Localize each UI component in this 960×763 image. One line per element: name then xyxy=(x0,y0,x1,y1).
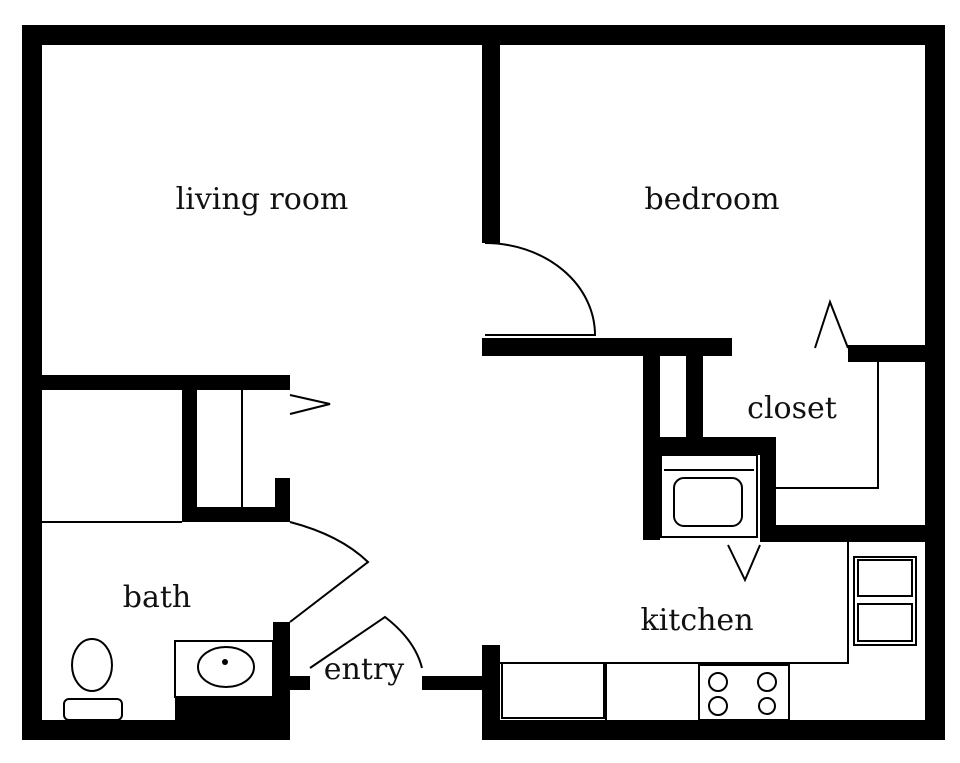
toilet-icon xyxy=(63,638,123,721)
washer-dryer-icon xyxy=(660,454,758,538)
label-bath: bath xyxy=(123,580,191,615)
interior-walls xyxy=(22,25,930,740)
closet-door-kitchen xyxy=(727,544,761,583)
entry-door xyxy=(309,615,423,669)
thin-partitions xyxy=(42,362,879,523)
label-closet: closet xyxy=(747,391,837,426)
bedroom-door xyxy=(484,242,597,336)
kitchen-counter xyxy=(500,542,849,720)
closet-door-living xyxy=(289,394,331,415)
label-bedroom: bedroom xyxy=(644,182,779,217)
refrigerator-icon xyxy=(853,556,917,646)
closet-door-bedroom xyxy=(814,299,849,349)
exterior-walls xyxy=(22,25,945,740)
fixtures xyxy=(63,454,917,721)
sink-icon xyxy=(174,640,274,698)
bath-door xyxy=(289,521,370,623)
label-entry: entry xyxy=(324,652,404,687)
door-swings xyxy=(289,242,849,669)
label-living-room: living room xyxy=(176,182,349,217)
stove-icon xyxy=(698,664,790,721)
label-kitchen: kitchen xyxy=(640,603,753,638)
room-labels: living room bedroom closet bath kitchen … xyxy=(123,182,837,687)
